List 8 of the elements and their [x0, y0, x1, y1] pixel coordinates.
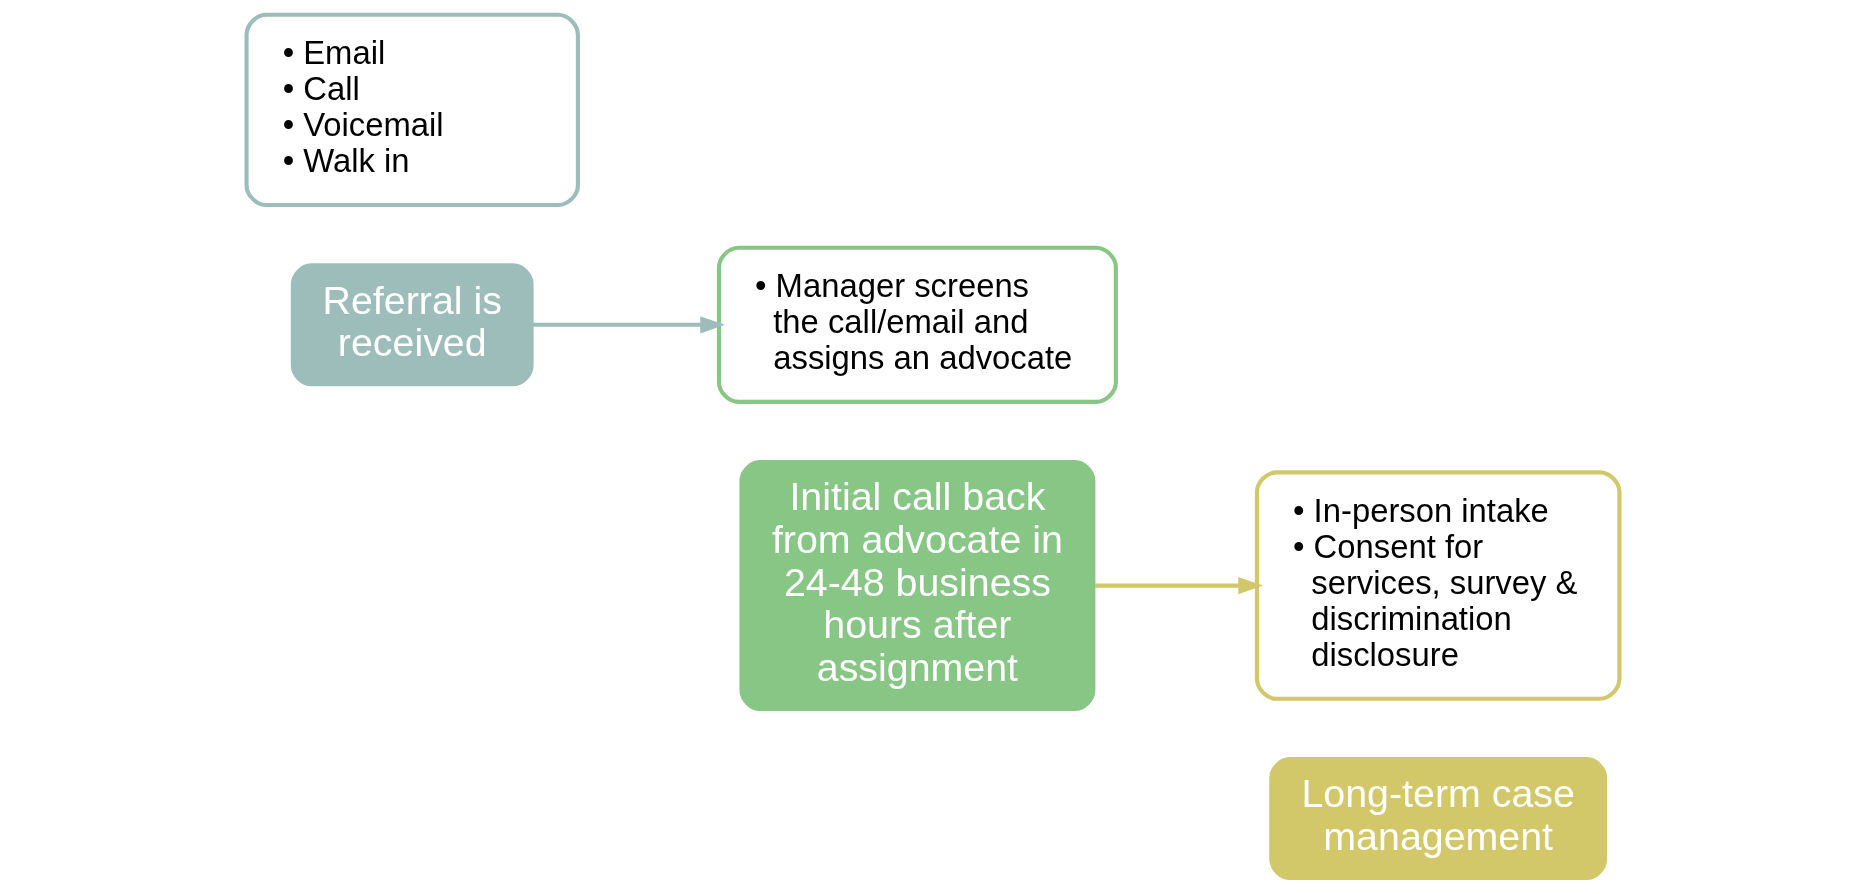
node-box: • Email • Call • Voicemail • Walk in: [244, 12, 580, 208]
arrow: [532, 316, 725, 334]
node-box: Referral is received: [290, 263, 534, 387]
node-box: Long-term case management: [1268, 757, 1607, 881]
node-box: Initial call back from advocate in 24-48 business hours after assignment: [738, 460, 1095, 712]
arrow: [1094, 576, 1263, 595]
node-box: • In-person intake • Consent for services, survey & discrimination disclosure: [1254, 470, 1621, 701]
node-box: • Manager screens the call/email and assigns an advocate: [716, 245, 1118, 404]
